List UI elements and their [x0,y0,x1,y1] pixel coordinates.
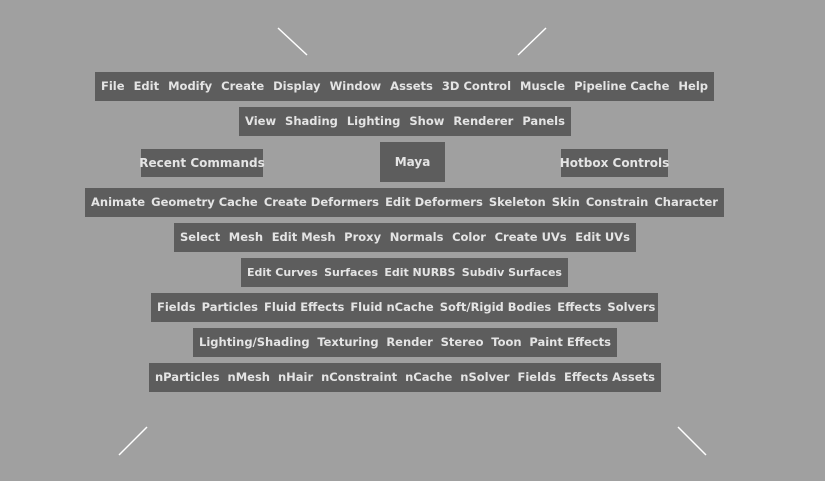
menu-ncache[interactable]: nCache [405,370,453,384]
zone-marker-north-east [517,27,547,56]
menu-subdiv-surfaces[interactable]: Subdiv Surfaces [461,266,562,279]
maya-center-button[interactable]: Maya [380,142,445,182]
menu-nconstraint[interactable]: nConstraint [321,370,398,384]
menu-renderer[interactable]: Renderer [453,114,514,128]
menu-mesh[interactable]: Mesh [228,230,264,244]
menu-display[interactable]: Display [273,79,321,93]
menu-geometry-cache[interactable]: Geometry Cache [151,195,258,209]
menu-fluid-effects[interactable]: Fluid Effects [264,300,345,314]
menu-color[interactable]: Color [452,230,486,244]
menu-assets[interactable]: Assets [390,79,433,93]
menu-nhair[interactable]: nHair [277,370,314,384]
menu-create[interactable]: Create [221,79,265,93]
menu-lighting-shading[interactable]: Lighting/Shading [199,335,310,349]
menu-animate[interactable]: Animate [91,195,146,209]
panel-menu-bar: View Shading Lighting Show Renderer Panels [239,107,571,136]
menu-edit-nurbs[interactable]: Edit NURBS [384,266,456,279]
menu-nparticles[interactable]: nParticles [155,370,220,384]
menu-lighting[interactable]: Lighting [346,114,401,128]
menu-shading[interactable]: Shading [285,114,338,128]
menu-nmesh[interactable]: nMesh [227,370,270,384]
recent-commands-button[interactable]: Recent Commands [139,149,265,177]
menu-edit-mesh[interactable]: Edit Mesh [271,230,336,244]
menu-edit-deformers[interactable]: Edit Deformers [385,195,483,209]
menu-create-uvs[interactable]: Create UVs [494,230,567,244]
menu-select[interactable]: Select [180,230,221,244]
rendering-menu-bar: Lighting/Shading Texturing Render Stereo Too… [193,328,617,357]
menu-normals[interactable]: Normals [389,230,444,244]
menu-render[interactable]: Render [386,335,433,349]
menu-muscle[interactable]: Muscle [520,79,566,93]
menu-edit[interactable]: Edit [133,79,160,93]
menu-proxy[interactable]: Proxy [344,230,382,244]
menu-solvers[interactable]: Solvers [607,300,656,314]
menu-effects[interactable]: Effects [557,300,602,314]
menu-edit-uvs[interactable]: Edit UVs [575,230,630,244]
menu-view[interactable]: View [245,114,277,128]
main-menu-bar: File Edit Modify Create Display Window Assets 3… [95,72,714,101]
animation-menu-bar: Animate Geometry Cache Create Deformers Edi… [85,188,724,217]
menu-character[interactable]: Character [654,195,718,209]
menu-constrain[interactable]: Constrain [585,195,649,209]
menu-pipeline-cache[interactable]: Pipeline Cache [574,79,670,93]
menu-show[interactable]: Show [409,114,445,128]
surfaces-menu-bar: Edit Curves Surfaces Edit NURBS Subdiv Surf… [241,258,568,287]
menu-panels[interactable]: Panels [522,114,565,128]
menu-soft-rigid-bodies[interactable]: Soft/Rigid Bodies [439,300,552,314]
menu-surfaces[interactable]: Surfaces [324,266,378,279]
zone-marker-south-east [677,426,707,456]
menu-skin[interactable]: Skin [551,195,580,209]
ndynamics-menu-bar: nParticles nMesh nHair nConstraint nCache nSo… [149,363,661,392]
menu-file[interactable]: File [101,79,125,93]
menu-help[interactable]: Help [678,79,708,93]
menu-edit-curves[interactable]: Edit Curves [247,266,318,279]
menu-effects-assets[interactable]: Effects Assets [564,370,655,384]
zone-marker-south-west [118,426,148,456]
menu-toon[interactable]: Toon [491,335,522,349]
menu-modify[interactable]: Modify [168,79,213,93]
menu-window[interactable]: Window [329,79,382,93]
menu-3d-control[interactable]: 3D Control [441,79,512,93]
menu-fields[interactable]: Fields [157,300,196,314]
menu-skeleton[interactable]: Skeleton [488,195,546,209]
menu-nsolver[interactable]: nSolver [460,370,510,384]
menu-particles[interactable]: Particles [201,300,259,314]
menu-texturing[interactable]: Texturing [317,335,379,349]
menu-paint-effects[interactable]: Paint Effects [529,335,611,349]
menu-fluid-ncache[interactable]: Fluid nCache [350,300,434,314]
zone-marker-north-west [277,27,308,56]
hotbox-controls-button[interactable]: Hotbox Controls [560,149,669,177]
menu-create-deformers[interactable]: Create Deformers [263,195,380,209]
dynamics-menu-bar: Fields Particles Fluid Effects Fluid nCache… [151,293,658,322]
menu-fields[interactable]: Fields [517,370,557,384]
polygons-menu-bar: Select Mesh Edit Mesh Proxy Normals Color Crea… [174,223,636,252]
menu-stereo[interactable]: Stereo [440,335,484,349]
